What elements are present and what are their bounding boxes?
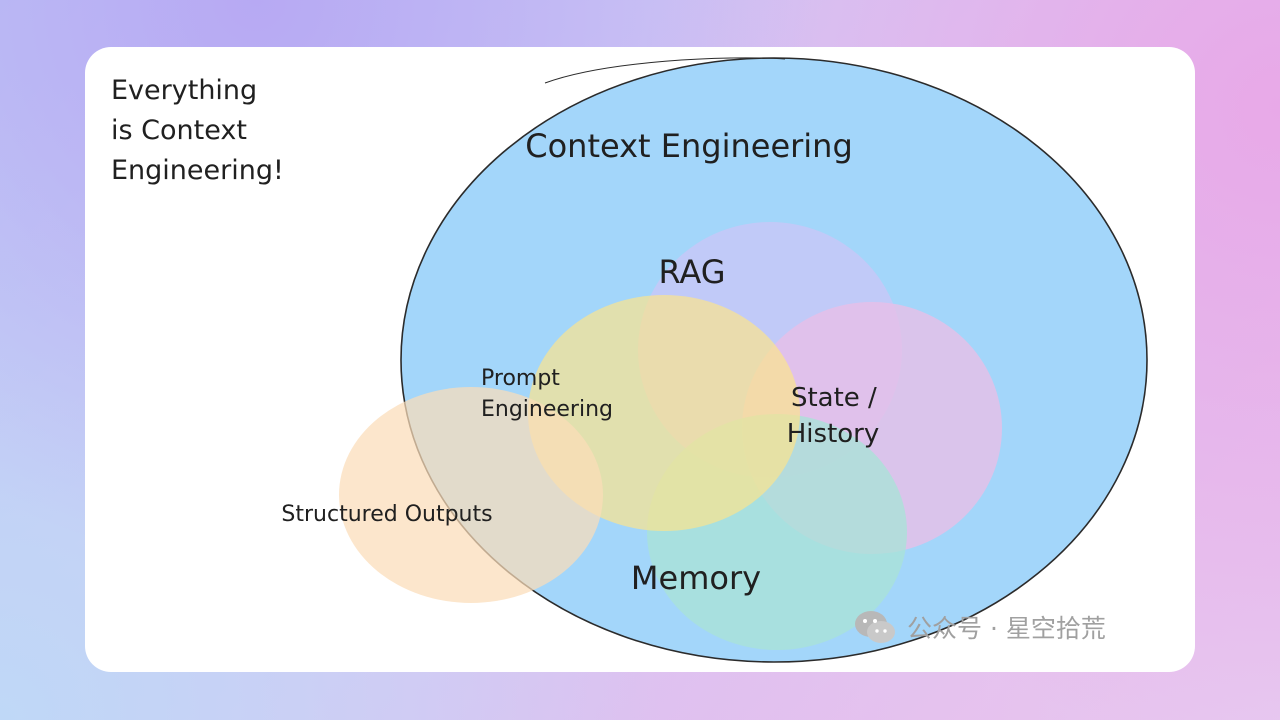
- context-engineering-diagram: Context Engineering RAG State / History …: [281, 57, 1148, 663]
- state-history-label: State / History: [787, 383, 885, 449]
- prompt-engineering-label-line-1: Prompt: [481, 366, 560, 391]
- context-engineering-label: Context Engineering: [525, 127, 853, 165]
- headline-line-2: is Context: [111, 115, 247, 146]
- memory-label: Memory: [631, 559, 761, 597]
- state-history-label-line-1: State /: [791, 383, 877, 413]
- structured-outputs-circle: [339, 387, 603, 603]
- wechat-icon: [855, 611, 895, 643]
- headline-line-3: Engineering!: [111, 155, 284, 186]
- diagram-card: Context Engineering RAG State / History …: [85, 47, 1195, 672]
- state-history-label-line-2: History: [787, 419, 880, 449]
- rag-label: RAG: [658, 253, 725, 291]
- wechat-watermark: 公众号 · 星空拾荒: [853, 609, 1106, 645]
- sketch-stroke: [544, 57, 786, 84]
- prompt-engineering-label: Prompt Engineering: [481, 366, 613, 422]
- headline-line-1: Everything: [111, 75, 258, 106]
- prompt-engineering-label-line-2: Engineering: [481, 397, 613, 422]
- watermark-text: 公众号 · 星空拾荒: [907, 614, 1106, 643]
- structured-outputs-label: Structured Outputs: [281, 502, 492, 527]
- diagram-headline: Everything is Context Engineering!: [111, 71, 284, 191]
